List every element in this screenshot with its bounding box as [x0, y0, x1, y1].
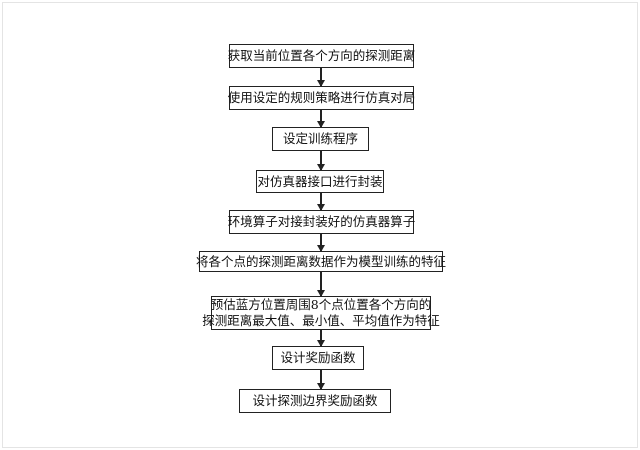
step-7-box: 预估蓝方位置周围8个点位置各个方向的 探测距离最大值、最小值、平均值作为特征	[202, 296, 440, 330]
step-8-box: 设计奖励函数	[272, 346, 364, 370]
step-4-label: 对仿真器接口进行封装	[257, 173, 383, 189]
step-7-label-line2: 探测距离最大值、最小值、平均值作为特征	[202, 313, 440, 328]
step-8-label: 设计奖励函数	[280, 350, 356, 365]
step-6-box: 将各个点的探测距离数据作为模型训练的特征	[196, 251, 447, 272]
step-6-label: 将各个点的探测距离数据作为模型训练的特征	[196, 253, 447, 269]
step-2-label: 使用设定的规则策略进行仿真对局	[227, 90, 416, 105]
arrow-6-7	[317, 272, 324, 297]
arrow-2-3	[317, 110, 324, 128]
step-5-box: 环境算子对接封装好的仿真器算子	[227, 210, 416, 234]
arrow-3-4	[317, 151, 324, 171]
step-9-label: 设计探测边界奖励函数	[252, 393, 378, 408]
step-4-box: 对仿真器接口进行封装	[256, 170, 384, 193]
arrow-8-9	[317, 370, 324, 390]
step-1-label: 获取当前位置各个方向的探测距离	[227, 48, 416, 63]
step-2-box: 使用设定的规则策略进行仿真对局	[227, 86, 416, 110]
step-9-box: 设计探测边界奖励函数	[239, 389, 391, 413]
arrow-1-2	[317, 68, 324, 87]
step-5-label: 环境算子对接封装好的仿真器算子	[227, 214, 416, 229]
arrow-5-6	[317, 234, 324, 252]
arrow-4-5	[317, 193, 324, 211]
step-3-label: 设定训练程序	[282, 131, 358, 146]
arrow-7-8	[317, 330, 324, 347]
step-1-box: 获取当前位置各个方向的探测距离	[227, 44, 416, 68]
step-3-box: 设定训练程序	[272, 127, 369, 151]
step-7-label-line1: 预估蓝方位置周围8个点位置各个方向的	[210, 297, 432, 312]
